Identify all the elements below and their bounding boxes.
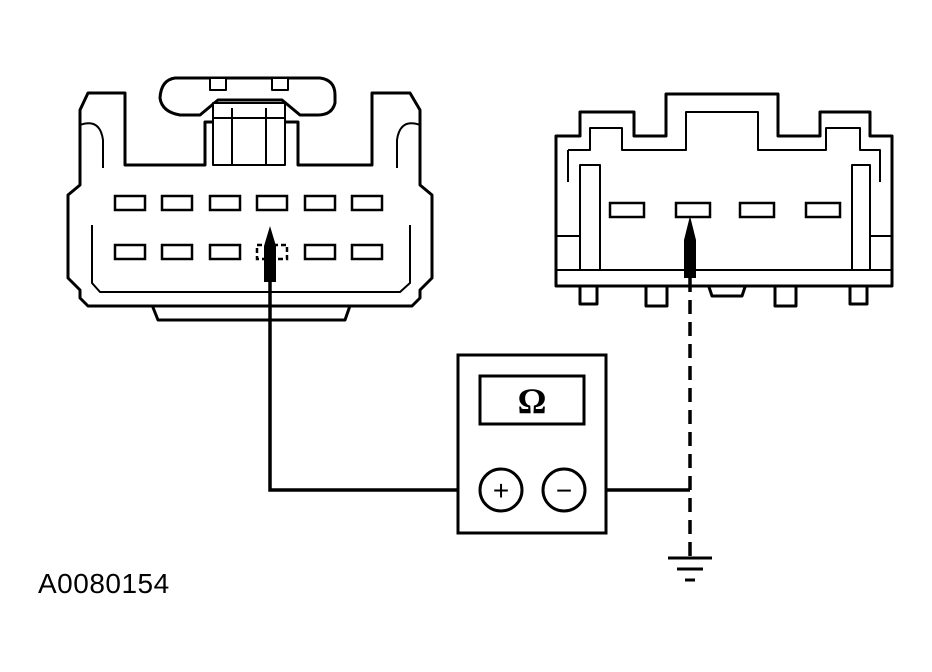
latch-notch-left bbox=[209, 77, 227, 91]
left-pin-9 bbox=[208, 243, 242, 261]
right-pin-3 bbox=[738, 201, 776, 219]
left-connector-ear-left bbox=[79, 122, 104, 168]
left-pin-1 bbox=[113, 194, 147, 212]
positive-terminal-label: + bbox=[493, 475, 509, 506]
left-pin-4 bbox=[255, 194, 289, 212]
negative-terminal-label: − bbox=[556, 475, 572, 506]
left-pin-7 bbox=[113, 243, 147, 261]
left-connector-ear-right bbox=[396, 122, 421, 168]
negative-terminal bbox=[541, 467, 587, 513]
left-pin-5 bbox=[303, 194, 337, 212]
left-pin-6 bbox=[350, 194, 384, 212]
left-pin-2 bbox=[160, 194, 194, 212]
positive-terminal bbox=[478, 467, 524, 513]
left-connector-inner bbox=[91, 225, 411, 293]
positive-test-lead bbox=[268, 262, 480, 492]
right-pin-2 bbox=[674, 201, 712, 219]
left-connector-body bbox=[66, 91, 434, 308]
left-connector bbox=[66, 76, 434, 322]
latch-lock bbox=[212, 102, 286, 166]
right-connector bbox=[554, 92, 894, 308]
right-probe-tip-icon bbox=[684, 216, 696, 278]
right-connector-inner bbox=[568, 111, 881, 182]
right-pin-4 bbox=[804, 201, 842, 219]
left-pin-12 bbox=[350, 243, 384, 261]
left-pin-11 bbox=[303, 243, 337, 261]
left-pin-3 bbox=[208, 194, 242, 212]
left-probe-tip-icon bbox=[264, 226, 276, 282]
ohmmeter bbox=[456, 353, 608, 535]
left-pin-8 bbox=[160, 243, 194, 261]
ohm-symbol: Ω bbox=[518, 381, 547, 421]
left-connector-latch bbox=[158, 76, 337, 117]
right-connector-body bbox=[554, 92, 894, 288]
right-connector-pins bbox=[608, 201, 842, 219]
right-pin-1 bbox=[608, 201, 646, 219]
left-connector-pins bbox=[113, 194, 384, 261]
figure-id-label: A0080154 bbox=[38, 568, 170, 599]
ground-symbol-icon bbox=[668, 556, 712, 582]
latch-notch-right bbox=[271, 77, 289, 91]
ohmmeter-display bbox=[478, 374, 586, 426]
